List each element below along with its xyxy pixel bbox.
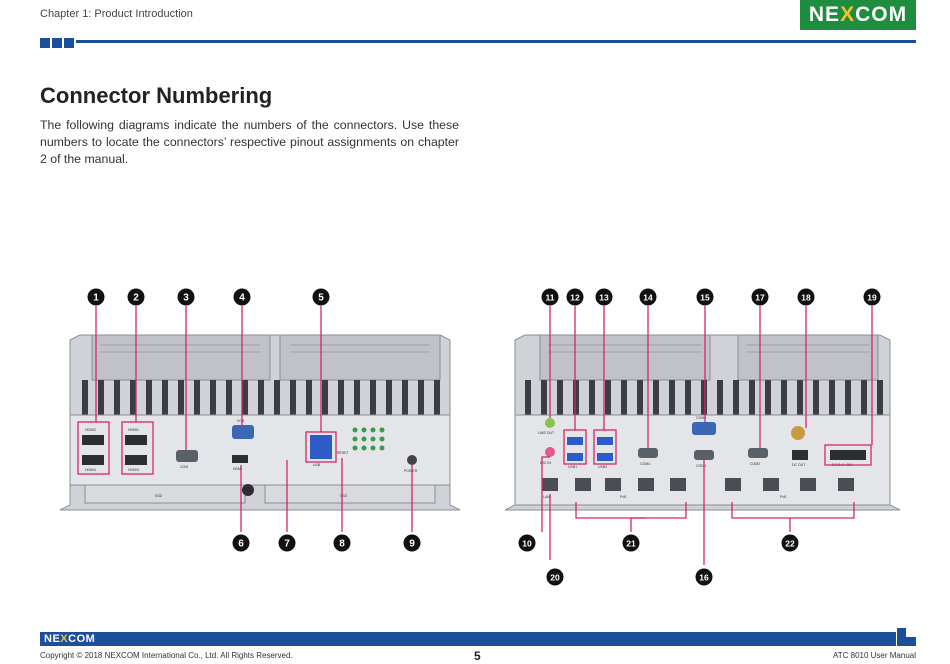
label-vga: VGA bbox=[237, 419, 245, 423]
callout-circle-20 bbox=[546, 568, 564, 586]
callout-number-18: 18 bbox=[801, 293, 811, 303]
callout-circle-16 bbox=[695, 568, 713, 586]
front-callouts: 1 2 3 4 5 6 7 8 9 bbox=[87, 288, 421, 552]
callout-circle-22 bbox=[781, 534, 799, 552]
label-com3: COM3 bbox=[696, 416, 706, 420]
label-poe-1: PoE bbox=[620, 495, 627, 499]
callout-number-22: 22 bbox=[785, 539, 795, 549]
label-usb2: USB2 bbox=[598, 465, 607, 469]
manual-name: ATC 8010 User Manual bbox=[833, 651, 916, 660]
logo-right: COM bbox=[855, 3, 908, 26]
front-panel-diagram: HDMI2 HDMI4 HDMI1 HDMI3 COM VGA HDMI USB… bbox=[59, 288, 461, 552]
label-com2: COM2 bbox=[750, 462, 760, 466]
callout-circle-6 bbox=[232, 534, 250, 552]
label-power: POWER bbox=[404, 469, 418, 473]
callout-number-20: 20 bbox=[550, 573, 560, 583]
callout-circle-8 bbox=[333, 534, 351, 552]
label-line-out: LINE OUT bbox=[538, 431, 555, 435]
label-hdmi3: HDMI3 bbox=[128, 468, 139, 472]
callout-number-14: 14 bbox=[643, 293, 653, 303]
rear-ports bbox=[542, 418, 866, 491]
label-com: COM bbox=[180, 465, 188, 469]
label-dc-out: DC OUT bbox=[792, 463, 806, 467]
label-com1: COM1 bbox=[696, 464, 706, 468]
callout-number-3: 3 bbox=[183, 293, 189, 304]
header-squares bbox=[40, 38, 74, 48]
callout-circle-15 bbox=[696, 288, 714, 306]
callout-circle-9 bbox=[403, 534, 421, 552]
callout-circle-17 bbox=[751, 288, 769, 306]
callout-circle-13 bbox=[595, 288, 613, 306]
label-usb1: USB1 bbox=[568, 465, 577, 469]
callout-circle-4 bbox=[233, 288, 251, 306]
callout-circle-7 bbox=[278, 534, 296, 552]
rear-leader-lines bbox=[541, 306, 873, 565]
callout-number-17: 17 bbox=[755, 293, 765, 303]
callout-number-12: 12 bbox=[570, 293, 580, 303]
label-ssd1: SSD bbox=[155, 494, 163, 498]
label-mic-in: MIC IN bbox=[540, 461, 551, 465]
front-port-labels: HDMI2 HDMI4 HDMI1 HDMI3 COM VGA HDMI USB… bbox=[85, 419, 418, 498]
callout-number-16: 16 bbox=[699, 573, 709, 583]
page-number: 5 bbox=[474, 649, 481, 663]
front-chassis bbox=[59, 334, 461, 511]
callout-circle-11 bbox=[541, 288, 559, 306]
callout-circle-3 bbox=[177, 288, 195, 306]
callout-circle-12 bbox=[566, 288, 584, 306]
label-hdmi: HDMI bbox=[233, 467, 242, 471]
footer-logo-x: X bbox=[60, 633, 69, 645]
page-title: Connector Numbering bbox=[40, 83, 273, 108]
header-rule bbox=[76, 40, 916, 43]
callout-number-13: 13 bbox=[599, 293, 609, 303]
callout-number-6: 6 bbox=[238, 539, 244, 550]
callout-circle-5 bbox=[312, 288, 330, 306]
callout-circle-19 bbox=[863, 288, 881, 306]
label-hdmi4: HDMI4 bbox=[85, 468, 96, 472]
footer-corner-mark bbox=[897, 628, 916, 646]
footer-bar bbox=[40, 632, 896, 646]
callout-circle-18 bbox=[797, 288, 815, 306]
callout-circle-14 bbox=[639, 288, 657, 306]
label-lan: LAN bbox=[543, 495, 550, 499]
callout-number-5: 5 bbox=[318, 293, 324, 304]
label-hdmi1: HDMI1 bbox=[128, 428, 139, 432]
callout-number-7: 7 bbox=[284, 539, 290, 550]
callout-number-1: 1 bbox=[93, 293, 99, 304]
callout-number-21: 21 bbox=[626, 539, 636, 549]
callout-circle-10 bbox=[518, 534, 536, 552]
label-usb: USB bbox=[313, 463, 321, 467]
logo-left: NE bbox=[808, 3, 841, 26]
rear-panel-diagram: LINE OUT MIC IN USB1 USB2 COM4 COM3 COM1… bbox=[504, 288, 901, 586]
chapter-title: Chapter 1: Product Introduction bbox=[40, 8, 193, 20]
callout-number-9: 9 bbox=[409, 539, 415, 550]
front-leader-lines bbox=[95, 306, 413, 532]
label-hdmi2: HDMI2 bbox=[85, 428, 96, 432]
footer-logo-left: NE bbox=[44, 633, 61, 645]
label-poe-2: PoE bbox=[780, 495, 787, 499]
copyright: Copyright © 2018 NEXCOM International Co… bbox=[40, 651, 293, 660]
label-reset: RESET bbox=[337, 451, 350, 455]
label-ssd2: SSD bbox=[340, 494, 348, 498]
front-ports bbox=[82, 425, 417, 496]
callout-number-19: 19 bbox=[867, 293, 877, 303]
callout-circle-21 bbox=[622, 534, 640, 552]
callout-number-4: 4 bbox=[239, 293, 245, 304]
callout-circle-2 bbox=[127, 288, 145, 306]
logo-x: X bbox=[840, 3, 856, 26]
rear-callouts: 11 12 13 14 15 17 18 19 10 21 22 20 16 bbox=[518, 288, 881, 586]
intro-paragraph: The following diagrams indicate the numb… bbox=[40, 118, 459, 166]
label-com4: COM4 bbox=[640, 462, 650, 466]
callout-number-11: 11 bbox=[546, 293, 555, 303]
footer-logo-right: COM bbox=[68, 633, 96, 645]
callout-number-15: 15 bbox=[700, 293, 710, 303]
callout-number-10: 10 bbox=[522, 539, 532, 549]
callout-circle-1 bbox=[87, 288, 105, 306]
callout-number-8: 8 bbox=[339, 539, 345, 550]
callout-number-2: 2 bbox=[133, 293, 139, 304]
